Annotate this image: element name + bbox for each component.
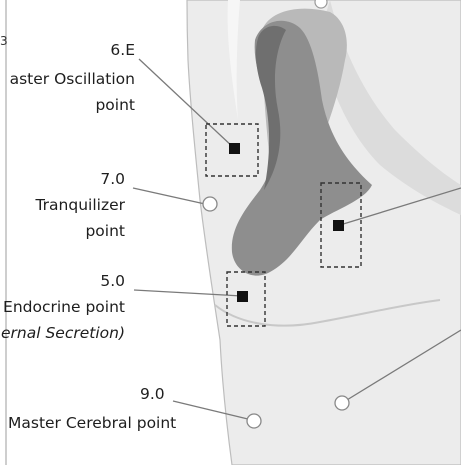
point-9-name-line1: Master Cerebral point — [8, 414, 176, 433]
point-6-code: 6.E — [110, 41, 135, 60]
point-7-name-line2: point — [85, 222, 125, 241]
point-6-name-line1: aster Oscillation — [10, 70, 135, 89]
point-6-name-line2: point — [95, 96, 135, 115]
marker-right-square — [333, 220, 344, 231]
marker-6-square — [229, 143, 240, 154]
marker-9-circle — [247, 414, 261, 428]
top-point-marker — [315, 0, 327, 8]
point-5-code: 5.0 — [100, 272, 125, 291]
point-5-name-line2: ernal Secretion) — [1, 324, 125, 343]
point-7-code: 7.0 — [100, 170, 125, 189]
marker-lower-right-circle — [335, 396, 349, 410]
marker-7-circle — [203, 197, 217, 211]
point-7-name-line1: Tranquilizer — [35, 196, 125, 215]
leader-line-7 — [133, 188, 205, 204]
edge-glyph: 3 — [0, 34, 10, 48]
marker-5-square — [237, 291, 248, 302]
point-9-code: 9.0 — [140, 385, 165, 404]
point-5-name-line1: Endocrine point — [3, 298, 125, 317]
